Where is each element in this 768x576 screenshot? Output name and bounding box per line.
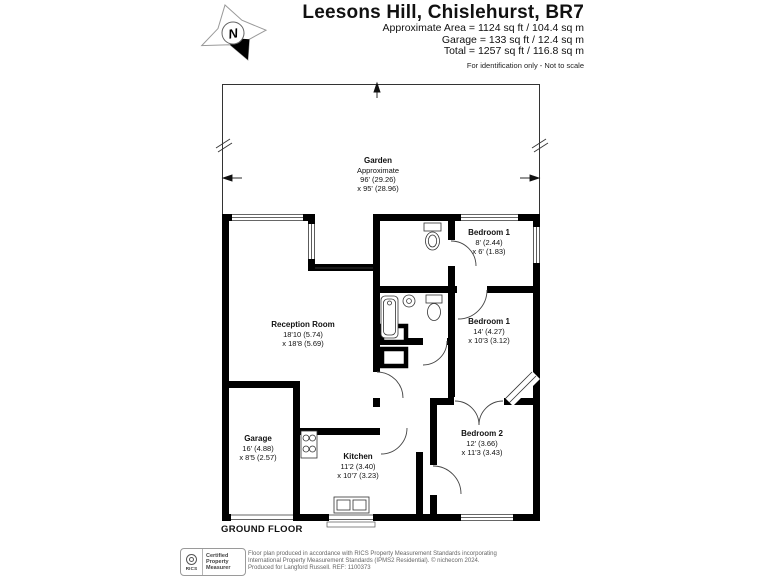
room-dim: 14' (4.27) [473,326,505,336]
room-dim: x 8'5 (2.57) [239,452,277,462]
room-dim: x 6' (1.83) [472,246,506,256]
garden-dim1: 96' (29.26) [360,174,396,184]
room-dim: 8' (2.44) [475,237,503,247]
compass-icon: N [200,4,268,61]
garage-area-line: Garage = 133 sq ft / 12.4 sq m [441,33,584,46]
door-openings [372,240,504,495]
room-dim: x 10'7 (3.23) [337,470,379,480]
room-dim: x 11'3 (3.43) [461,447,503,457]
total-area-line: Total = 1257 sq ft / 116.8 sq m [443,45,584,58]
bedroom1-small-side-window [532,227,541,263]
bedroom1-label: Bedroom 1 14' (4.27) x 10'3 (3.12) [468,317,510,345]
bay-side-window [307,224,316,259]
rics-badge: RICS Certified Property Measurer [180,548,246,576]
bedroom1-small-top-window [461,213,518,222]
room-name: Bedroom 1 [468,228,510,237]
bedroom2-label: Bedroom 2 12' (3.66) x 11'3 (3.43) [461,429,503,457]
page-title: Leesons Hill, Chislehurst, BR7 [302,2,584,23]
kitchen-patio-door [326,513,376,528]
disclaimer-note: For identification only - Not to scale [466,60,584,70]
garden-sub: Approximate [356,165,400,175]
approximate-area-line: Approximate Area = 1124 sq ft / 104.4 sq… [382,22,584,34]
header: Leesons Hill, Chislehurst, BR7 Approxima… [302,2,584,70]
wc-toilet [423,222,442,251]
garden-name: Garden [363,156,393,165]
footer-fineprint: Floor plan produced in accordance with R… [248,551,497,573]
fineprint-line2: International Property Measurement Stand… [248,558,480,565]
reception-room-label: Reception Room 18'10 (5.74) x 18'8 (5.69… [271,320,335,348]
room-name: Reception Room [271,320,335,329]
room-dim: x 18'8 (5.69) [282,338,324,348]
rics-badge-textbox: Certified Property Measurer [203,549,245,575]
bedroom1-small-label: Bedroom 1 8' (2.44) x 6' (1.83) [468,228,510,256]
bathtub [380,295,399,339]
room-dim: x 10'3 (3.12) [468,335,510,345]
windows [231,213,541,528]
bathroom-sink [402,294,416,308]
room-name: Garage [244,434,272,443]
room-name: Kitchen [343,452,373,461]
boundary-break-marks [215,138,549,153]
fineprint-line3: Produced for Langford Russell. REF: 1100… [248,565,371,572]
compass-north-label: N [227,25,239,42]
fineprint-line1: Floor plan produced in accordance with R… [248,551,497,557]
garden-dim2: x 95' (28.96) [357,183,399,193]
rics-logo: RICS [181,549,203,575]
room-name: Bedroom 1 [468,317,510,326]
rics-lion-icon [186,553,197,565]
kitchen-sink [333,496,370,514]
room-dim: 12' (3.66) [466,438,498,448]
rics-badge-text: Certified Property Measurer [206,552,231,572]
rics-org-label: RICS [185,565,198,571]
garage-door [231,513,293,522]
bathroom-toilet [425,294,443,321]
garden-label: Garden Approximate 96' (29.26) x 95' (28… [357,156,399,193]
garden-outline [222,84,540,215]
corner-window [503,369,540,406]
fixtures [300,222,443,514]
room-dim: 18'10 (5.74) [283,329,323,339]
door-arcs [376,240,504,495]
room-dim: 11'2 (3.40) [340,461,376,471]
reception-window [232,213,303,222]
bedroom2-window [461,513,513,522]
ground-floor-label: GROUND FLOOR [221,524,303,535]
stove [300,430,318,459]
kitchen-label: Kitchen 11'2 (3.40) x 10'7 (3.23) [337,452,378,480]
room-name: Bedroom 2 [461,429,503,438]
dimension-arrows [221,81,541,182]
room-dim: 16' (4.88) [242,443,274,453]
garage-label: Garage 16' (4.88) x 8'5 (2.57) [239,434,276,462]
